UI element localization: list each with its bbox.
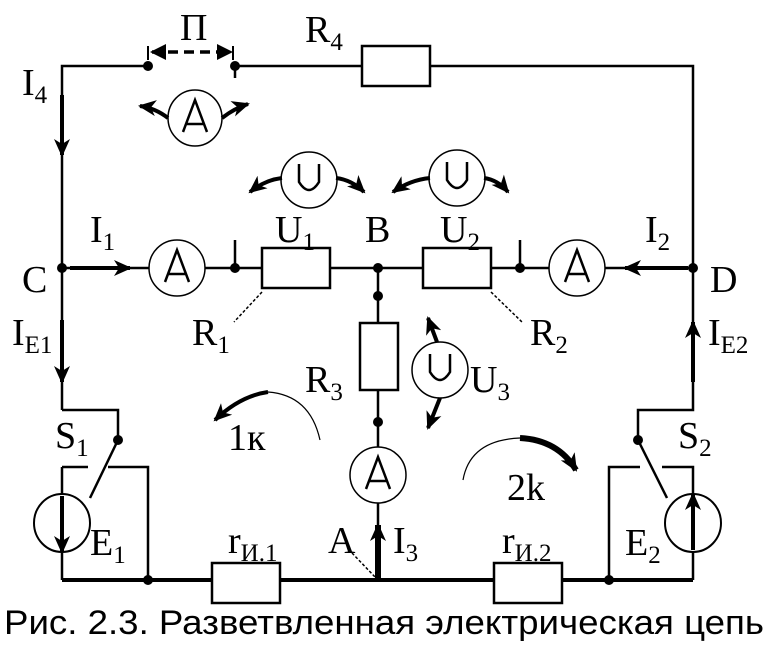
label-r2: R2 [530,312,568,359]
label-i1: I1 [90,209,115,256]
resistor-r2 [421,246,493,290]
figure-caption: Рис. 2.3. Разветвленная электрическая це… [4,604,764,642]
label-s2: S2 [678,415,712,462]
voltmeter-u3 [411,316,469,430]
label-a: A [328,520,356,562]
label-u2: U2 [440,209,480,256]
loop-arrow-2 [462,435,579,481]
label-e1: E1 [90,522,126,569]
ammeter-i1 [148,239,206,297]
current-arrows [54,95,701,580]
label-u3: U3 [470,359,510,406]
label-ie1: IE1 [12,312,52,359]
label-i4: I4 [22,62,48,109]
label-r1: R1 [192,312,230,359]
resistor-r4 [360,44,432,88]
source-e1 [33,493,91,554]
label-u1: U1 [275,209,315,256]
jumper-p-arrow [147,44,234,60]
label-e2: E2 [625,522,661,569]
label-d: D [710,259,737,301]
label-b: B [365,209,390,251]
loop-arrow-1 [213,390,321,441]
voltmeter-u1 [248,151,366,209]
leader-lines [233,291,523,579]
label-ri1: rИ.1 [228,520,277,567]
label-s1: S1 [55,415,89,462]
switch-s1-blade [88,439,120,499]
source-e2 [664,492,722,553]
resistor-ri2 [492,561,564,605]
label-p: П [180,7,207,49]
label-i2: I2 [645,209,670,256]
ammeter-i3 [349,446,407,504]
label-loop-1: 1к [228,417,266,459]
resistor-ri1 [210,561,282,605]
switch-s2-blade [636,439,669,499]
resistor-r3 [358,321,400,392]
voltmeter-u2 [391,149,510,207]
label-ie2: IE2 [708,312,748,359]
label-r4: R4 [305,9,343,56]
labels: I4 П R4 I1 U1 B U2 I2 C D IE1 IE2 R1 R2 … [12,7,748,569]
label-ri2: rИ.2 [502,520,551,567]
label-r3: R3 [305,359,343,406]
label-i3: I3 [393,520,418,567]
ammeter-top [138,89,250,147]
ammeter-i2 [548,239,606,297]
nodes [57,61,698,585]
label-loop-2: 2k [507,467,545,509]
resistor-r1 [260,246,332,290]
label-c: C [22,259,47,301]
